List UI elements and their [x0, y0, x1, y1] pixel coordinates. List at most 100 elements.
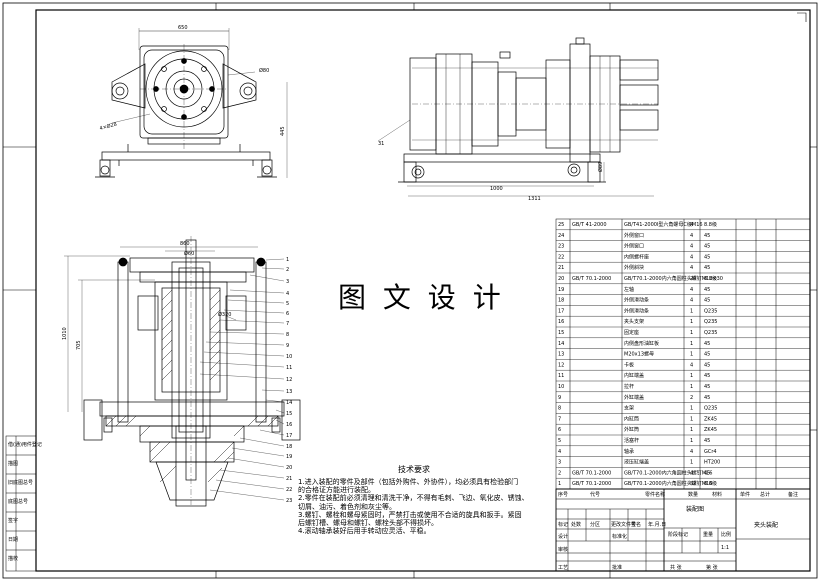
bom-cell-qty: 2 [690, 395, 693, 401]
bom-cell-mat: 8.8级 [704, 221, 717, 228]
bom-cell-mat: 45 [704, 298, 710, 304]
bom-cell-mat: ZK45 [704, 416, 717, 422]
bom-cell-qty: 1 [690, 406, 693, 412]
bom-cell-no: 6 [558, 427, 561, 433]
bom-cell-name: 活塞杆 [624, 437, 639, 444]
title-block-text: 序号 代号 零件名称 数量 材料 单件 总计 备注 装配图 夹头装配 标记 处数… [558, 491, 798, 571]
tb-date: 年.月.日 [648, 521, 666, 528]
dim-sec-inner: Ø60 [184, 250, 194, 257]
bom-cell-name: 左轴 [624, 286, 634, 293]
bom-cell-qty: 4 [690, 470, 693, 476]
dim-side-leader: 31 [378, 141, 384, 147]
tb-craft: 工艺 [558, 565, 568, 571]
bom-cell-mat: 45 [704, 362, 710, 368]
balloon-6: 6 [286, 311, 289, 317]
bom-cell-mat: GCr4 [704, 449, 717, 455]
dim-side-length: 1000 [490, 186, 503, 192]
hdr-note: 备注 [788, 491, 798, 498]
bom-cell-code: GB/T 70.1-2000 [572, 481, 611, 487]
bom-cell-name: 外侧滑动条 [624, 307, 649, 314]
bom-cell-no: 17 [558, 308, 564, 314]
bom-cell-qty: 1 [690, 330, 693, 336]
bom-cell-name: 拉杆 [624, 383, 634, 390]
tb-sheet-total: 共 张 [670, 564, 682, 571]
dim-top-hole: Ø80 [259, 67, 269, 74]
bom-cell-name: 内侧盘形油缸板 [624, 340, 659, 347]
bom-cell-no: 20 [558, 276, 564, 282]
bom-cell-name: 固定座 [624, 329, 639, 336]
bom-cell-code: GB/T 41-2000 [572, 222, 607, 228]
tb-scale-val: 1:1 [721, 545, 729, 551]
bom-cell-no: 22 [558, 254, 564, 260]
dim-sec-bolt: Ø320 [218, 311, 231, 318]
bom-cell-no: 8 [558, 406, 561, 412]
bom-cell-mat: Q235 [704, 406, 717, 412]
balloon-22: 22 [286, 487, 292, 493]
hdr-name: 零件名称 [645, 491, 665, 498]
bom-cell-no: 25 [558, 222, 564, 228]
bom-cell-name: 外侧窗口 [624, 232, 644, 239]
bom-cell-no: 10 [558, 384, 564, 390]
balloon-2: 2 [286, 267, 289, 273]
technical-notes: 技术要求 1.进入装配的零件及部件（包括外购件、外协件），均必须具有检验部门 的… [298, 465, 560, 535]
bom-cell-qty: 1 [690, 373, 693, 379]
bom-cell-no: 13 [558, 352, 564, 358]
bom-cell-qty: 1 [690, 352, 693, 358]
section-view [83, 236, 301, 507]
bom-cell-no: 7 [558, 416, 561, 422]
hatching [105, 289, 279, 483]
balloon-12: 12 [286, 377, 292, 383]
balloon-21: 21 [286, 476, 292, 482]
part-name: 夹头装配 [754, 521, 778, 529]
tb-design: 设计 [558, 533, 568, 540]
bom-cell-mat: 45 [704, 265, 710, 271]
bom-cell-qty: 1 [690, 416, 693, 422]
bom-cell-name: GB/T41-2000I型六角螺母C级M16 [624, 221, 703, 228]
bom-cell-qty: 52 [690, 481, 696, 487]
balloon-10: 10 [286, 354, 292, 360]
bom-cell-mat: Q235 [704, 308, 717, 314]
strip-label-2: 旧底图总号 [8, 479, 33, 486]
balloon-9: 9 [286, 343, 289, 349]
bom-cell-qty: 1 [690, 319, 693, 325]
strip-label-6: 描图 [8, 460, 18, 467]
bom-cell-qty: 20 [690, 276, 696, 282]
tb-stage: 阶段标记 [668, 531, 688, 538]
tech-line: 2.零件在装配前必须清理和清洗干净，不得有毛刺、飞边、氧化皮、锈蚀、 [298, 494, 529, 503]
bom-cell-mat: ZK45 [704, 427, 717, 433]
bom-cell-no: 11 [558, 373, 564, 379]
tb-mark: 标记 [558, 521, 568, 528]
tb-approve: 批准 [612, 564, 622, 571]
bom-cell-qty: 1 [690, 438, 693, 444]
balloon-14: 14 [286, 400, 292, 406]
balloon-5: 5 [286, 301, 289, 307]
bom-cell-name: 支架 [624, 405, 634, 412]
dim-side-small: Ø89 [597, 162, 604, 172]
bom-cell-qty: 4 [690, 233, 693, 239]
strip-label-5: 日期 [8, 537, 18, 543]
tb-doc: 更改文件号 [611, 521, 636, 528]
bom-cell-qty: 4 [690, 222, 693, 228]
strip-label-7: 描校 [8, 555, 18, 562]
bom-cell-qty: 1 [690, 341, 693, 347]
bom-cell-mat: 8.8级 [704, 480, 717, 487]
tech-line: 的合格证方能进行装配。 [298, 486, 375, 495]
bom-cell-no: 21 [558, 265, 564, 271]
bom-cell-name: 内缸端盖 [624, 372, 644, 379]
bom-cell-no: 18 [558, 298, 564, 304]
hdr-no: 序号 [558, 491, 568, 498]
hdr-qty: 数量 [688, 491, 698, 498]
strip-label-3: 底图总号 [8, 498, 28, 505]
dim-sec-h1: 1010 [62, 327, 68, 340]
bom-cell-mat: 45 [704, 352, 710, 358]
bom-cell-no: 3 [558, 460, 561, 466]
bom-cell-mat: 45 [704, 384, 710, 390]
bom-cell-name: 外侧斜块 [624, 264, 644, 271]
bom-cell-name: 外缸筒 [624, 426, 639, 433]
tech-title: 技术要求 [398, 465, 430, 474]
bom-cell-no: 9 [558, 395, 561, 401]
balloon-8: 8 [286, 332, 289, 338]
balloon-4: 4 [286, 291, 289, 297]
